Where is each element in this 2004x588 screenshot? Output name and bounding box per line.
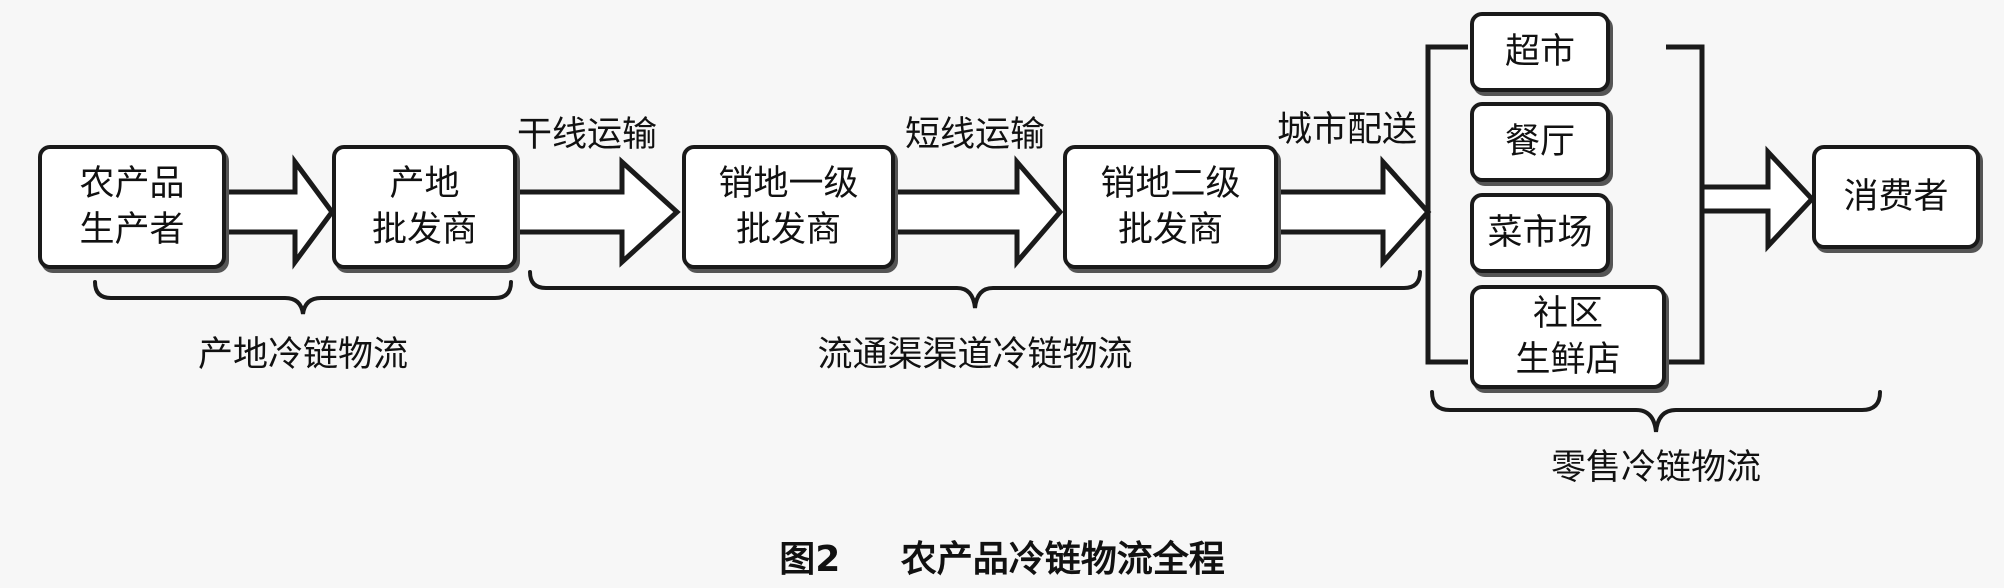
arrow-first-to-second xyxy=(892,155,1064,269)
node-consumer: 消费者 xyxy=(1812,145,1980,249)
node-community-store-line1: 社区 xyxy=(1532,294,1603,334)
arrow-retail-to-consumer xyxy=(1699,145,1816,253)
retail-bracket-right xyxy=(1666,44,1705,365)
stage-label-origin: 产地冷链物流 xyxy=(197,335,408,375)
node-supermarket-label: 超市 xyxy=(1504,32,1575,72)
arrow-origin-to-first xyxy=(514,156,681,268)
stage-label-retail: 零售冷链物流 xyxy=(1550,448,1761,488)
node-origin-wholesaler-line1: 产地 xyxy=(389,164,460,204)
figure-caption: 图2 农产品冷链物流全程 xyxy=(0,530,2004,582)
node-restaurant-label: 餐厅 xyxy=(1504,122,1575,162)
node-origin-wholesaler: 产地 批发商 xyxy=(332,145,517,269)
node-second-wholesaler-line1: 销地二级 xyxy=(1100,164,1241,204)
node-second-wholesaler: 销地二级 批发商 xyxy=(1063,145,1278,269)
figure-number: 图2 xyxy=(779,539,841,580)
brace-retail xyxy=(1430,390,1882,433)
stage-label-circulation: 流通渠渠道冷链物流 xyxy=(817,335,1133,375)
node-consumer-label: 消费者 xyxy=(1843,177,1949,217)
brace-circulation xyxy=(528,270,1422,309)
retail-bracket-left xyxy=(1425,44,1468,365)
node-supermarket: 超市 xyxy=(1470,12,1610,92)
arrow-farmer-to-origin xyxy=(223,154,336,270)
node-farmer: 农产品 生产者 xyxy=(38,145,226,269)
node-restaurant: 餐厅 xyxy=(1470,102,1610,182)
edge-label-trunk: 干线运输 xyxy=(516,115,657,155)
node-first-wholesaler-line1: 销地一级 xyxy=(718,164,859,204)
edge-label-city: 城市配送 xyxy=(1276,110,1417,150)
node-vegetable-market: 菜市场 xyxy=(1470,193,1610,273)
node-first-wholesaler: 销地一级 批发商 xyxy=(682,145,895,269)
node-second-wholesaler-line2: 批发商 xyxy=(1117,210,1223,250)
arrow-second-to-retail xyxy=(1275,155,1432,269)
node-community-store: 社区 生鲜店 xyxy=(1470,285,1666,389)
node-vegetable-market-label: 菜市场 xyxy=(1487,213,1593,253)
node-farmer-line1: 农产品 xyxy=(79,164,185,204)
brace-origin xyxy=(93,280,513,315)
edge-label-short: 短线运输 xyxy=(904,115,1045,155)
node-origin-wholesaler-line2: 批发商 xyxy=(371,210,477,250)
figure-title: 农产品冷链物流全程 xyxy=(900,539,1225,580)
node-community-store-line2: 生鲜店 xyxy=(1515,340,1621,380)
node-first-wholesaler-line2: 批发商 xyxy=(735,210,841,250)
node-farmer-line2: 生产者 xyxy=(79,210,185,250)
